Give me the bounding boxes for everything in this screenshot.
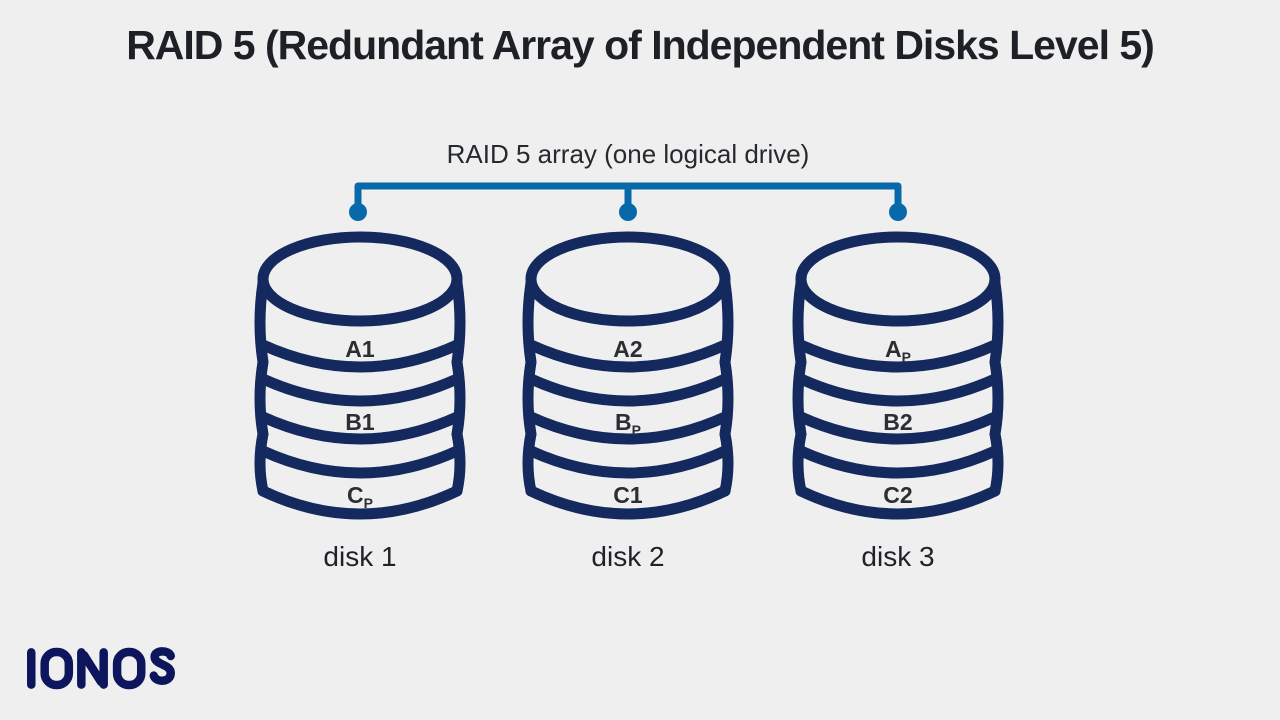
connector-dot-right	[889, 203, 907, 221]
logo-letter-n	[77, 648, 108, 689]
logo-letter-s	[149, 647, 175, 685]
connector-dot-center	[619, 203, 637, 221]
disk-top-ellipse	[795, 231, 1001, 327]
logo-letter-o	[112, 647, 146, 690]
disk-rim-arc	[257, 445, 463, 479]
disk-right-wall	[451, 277, 466, 497]
disk-rim-arc	[257, 339, 463, 373]
disk-rim-arc	[525, 411, 731, 445]
disk-bottom-arc	[525, 485, 731, 520]
segment-label: A1	[345, 336, 375, 362]
ionos-logo-text: IONOS	[0, 0, 1, 1]
disk-right-wall	[719, 277, 734, 497]
segment-label: A2	[613, 336, 642, 362]
disk-top-ellipse	[257, 231, 463, 327]
array-label: RAID 5 array (one logical drive)	[446, 139, 810, 169]
disk-3-label: disk 3	[861, 541, 935, 572]
array-bracket	[349, 182, 907, 221]
segment-label: B1	[345, 409, 375, 435]
disk-rim-arc	[795, 411, 1001, 445]
page-title: RAID 5 (Redundant Array of Independent D…	[126, 22, 1155, 68]
disk-top-ellipse	[525, 231, 731, 327]
disk-rim-arc	[795, 373, 1001, 407]
segment-label: C2	[883, 482, 912, 508]
disk-right-wall	[989, 277, 1004, 497]
disk-rim-arc	[795, 339, 1001, 373]
disk-rim-arc	[257, 411, 463, 445]
disk-rim-arc	[525, 339, 731, 373]
disk-left-wall	[792, 277, 807, 497]
disk-bottom-arc	[257, 485, 463, 520]
disk-3-icon: AP B2 C2	[792, 231, 1004, 520]
segment-label: CP	[347, 482, 373, 511]
disk-1-label: disk 1	[323, 541, 397, 572]
disk-rim-arc	[525, 373, 731, 407]
segment-label: AP	[885, 336, 911, 365]
disk-left-wall	[254, 277, 269, 497]
disk-1-icon: A1 B1 CP	[254, 231, 466, 520]
disk-2-label: disk 2	[591, 541, 665, 572]
disk-2-icon: A2 BP C1	[522, 231, 734, 520]
connector-dot-left	[349, 203, 367, 221]
disk-left-wall	[522, 277, 537, 497]
disk-bottom-arc	[795, 485, 1001, 520]
ionos-logo	[27, 647, 175, 690]
logo-letter-o	[40, 647, 74, 690]
disk-rim-arc	[795, 445, 1001, 479]
segment-label: C1	[613, 482, 643, 508]
disk-rim-arc	[525, 445, 731, 479]
disk-rim-arc	[257, 373, 463, 407]
segment-label: B2	[883, 409, 912, 435]
segment-label: BP	[615, 409, 641, 438]
